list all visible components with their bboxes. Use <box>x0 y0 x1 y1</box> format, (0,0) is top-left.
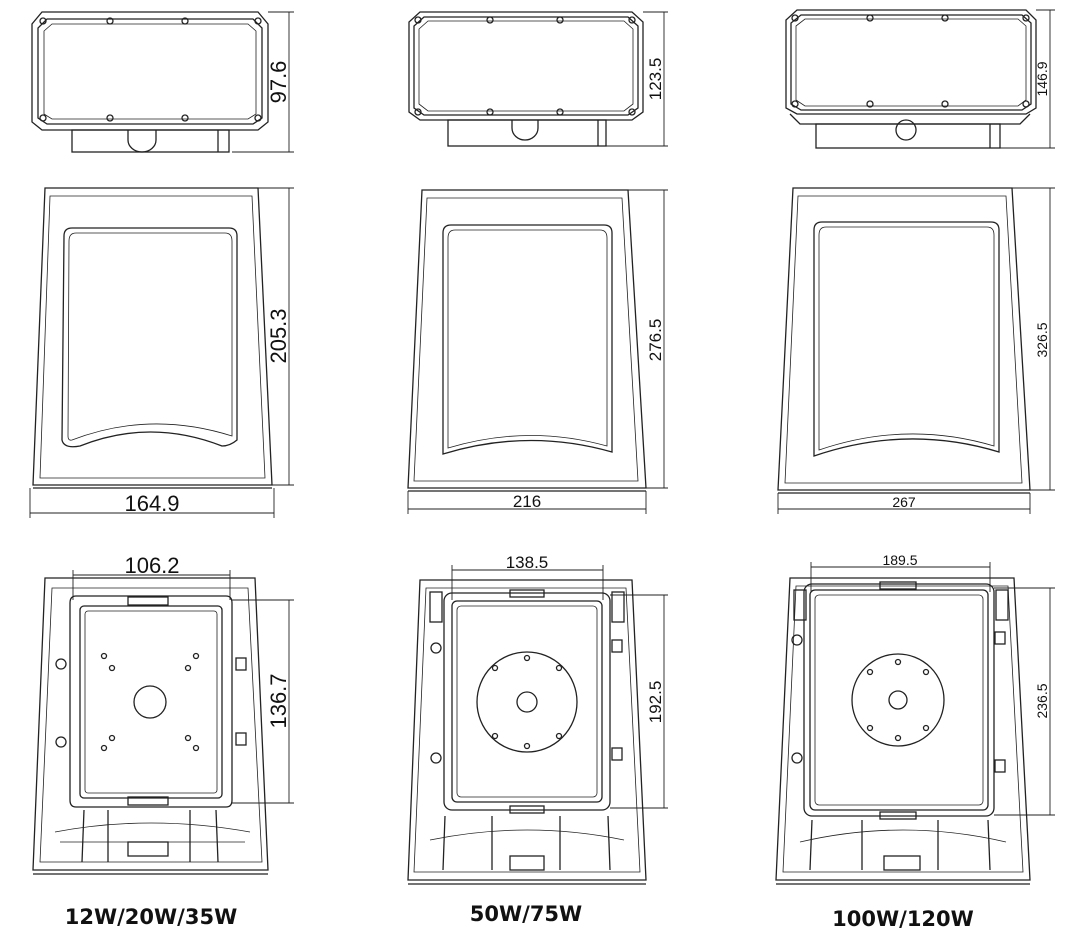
model-1-front-width-label: 164.9 <box>124 491 179 516</box>
model-2-caption: 50W/75W <box>470 902 582 926</box>
model-3-top-dimension <box>1000 9 1055 149</box>
model-2-front-view <box>407 189 647 492</box>
model-1-top-height-label: 97.6 <box>266 61 291 104</box>
model-1-back-view <box>32 577 269 875</box>
model-3-front-width-label: 267 <box>892 494 916 510</box>
model-1-front-dimensions <box>29 187 294 518</box>
model-3-back-height-label: 236.5 <box>1034 683 1050 718</box>
model-2-front-width-label: 216 <box>513 492 541 511</box>
model-3-back-dimensions <box>810 562 1055 816</box>
model-1-back-dimensions <box>72 570 294 804</box>
model-1-top-dimension <box>232 11 294 153</box>
model-3-top-height-label: 146.9 <box>1034 61 1050 96</box>
model-2-front-dimensions <box>407 189 668 514</box>
model-1-caption: 12W/20W/35W <box>65 905 238 929</box>
model-2-back-view <box>407 579 647 885</box>
model-3-front-dimensions <box>777 187 1055 514</box>
model-2-top-height-label: 123.5 <box>646 58 665 101</box>
model-3-top-view <box>785 9 1037 149</box>
model-1-front-height-label: 205.3 <box>266 308 291 363</box>
model-3-front-view <box>777 187 1031 494</box>
model-3-back-view <box>775 577 1031 885</box>
model-3-front-height-label: 326.5 <box>1034 322 1050 357</box>
model-1-back-width-label: 106.2 <box>124 553 179 578</box>
model-3-back-width-label: 189.5 <box>882 552 917 568</box>
model-2-back-dimensions <box>451 565 668 809</box>
model-2-back-width-label: 138.5 <box>506 553 549 572</box>
model-1-front-view <box>32 187 273 489</box>
model-1-top-view <box>31 11 269 153</box>
model-2-front-height-label: 276.5 <box>646 319 665 362</box>
model-2-top-dimension <box>606 11 668 147</box>
model-2-top-view <box>408 11 644 147</box>
model-3-caption: 100W/120W <box>832 907 974 931</box>
model-2-back-height-label: 192.5 <box>646 681 665 724</box>
model-1-back-height-label: 136.7 <box>266 673 291 728</box>
